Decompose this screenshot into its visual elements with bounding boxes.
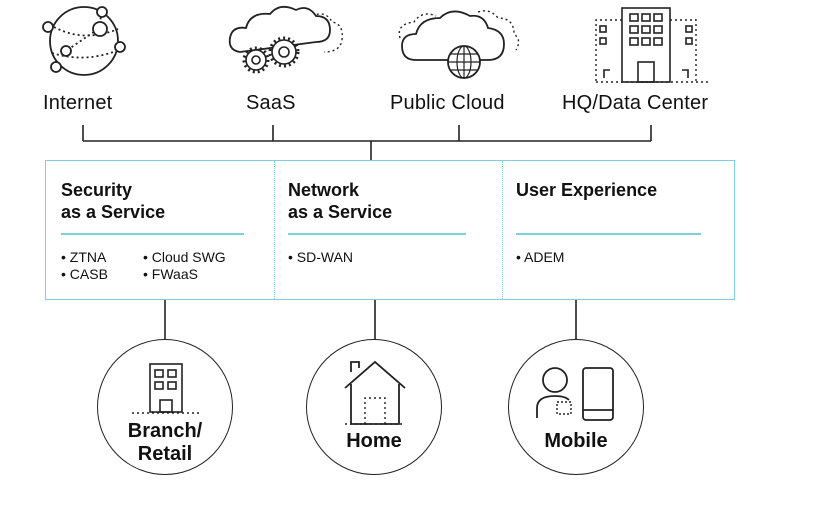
source-label-public-cloud: Public Cloud [390, 92, 505, 114]
bullet-item: • ZTNA [61, 249, 107, 265]
endpoint-branch-retail: Branch/ Retail [97, 339, 233, 475]
source-label-hq-data-center: HQ/Data Center [562, 92, 709, 114]
house-icon [344, 360, 406, 425]
endpoint-label-line: Retail [137, 443, 193, 465]
service-title-security: Security as a Service [61, 179, 165, 223]
column-divider [274, 161, 275, 299]
bullet-item: • SD-WAN [288, 249, 354, 265]
endpoint-label-line: Branch/ [127, 420, 203, 442]
service-title-network: Network as a Service [288, 179, 392, 223]
services-panel: Security as a Service • ZTNA • CASB • Cl… [45, 160, 735, 300]
bullet-item: • ADEM [516, 249, 565, 265]
source-label-saas: SaaS [246, 92, 296, 114]
endpoint-label: Branch/ Retail [98, 420, 232, 466]
globe-network-icon [42, 6, 126, 76]
bullet-item: • FWaaS [143, 266, 198, 282]
branch-building-icon [132, 363, 200, 414]
column-rule [288, 233, 466, 235]
office-building-icon [595, 7, 708, 83]
bullet-item: • Cloud SWG [143, 249, 226, 265]
endpoint-label: Mobile [509, 430, 643, 453]
endpoint-home: Home [306, 339, 442, 475]
endpoint-mobile: Mobile [508, 339, 644, 475]
endpoint-label-line: Home [346, 430, 402, 452]
cloud-gears-icon [228, 5, 343, 74]
source-label-internet: Internet [43, 92, 113, 114]
service-title-line: as a Service [288, 202, 393, 222]
service-title-line: as a Service [61, 202, 166, 222]
service-title-line: Network [288, 180, 360, 200]
column-divider [502, 161, 503, 299]
column-rule [61, 233, 244, 235]
endpoint-label: Home [307, 430, 441, 453]
bullet-item: • CASB [61, 266, 108, 282]
endpoint-label-line: Mobile [544, 430, 608, 452]
cloud-globe-icon [398, 10, 520, 79]
service-title-line: User Experience [516, 180, 658, 200]
service-title-line: Security [61, 180, 133, 200]
service-title-user-experience: User Experience [516, 179, 657, 201]
column-rule [516, 233, 701, 235]
person-phone-icon [536, 367, 614, 421]
